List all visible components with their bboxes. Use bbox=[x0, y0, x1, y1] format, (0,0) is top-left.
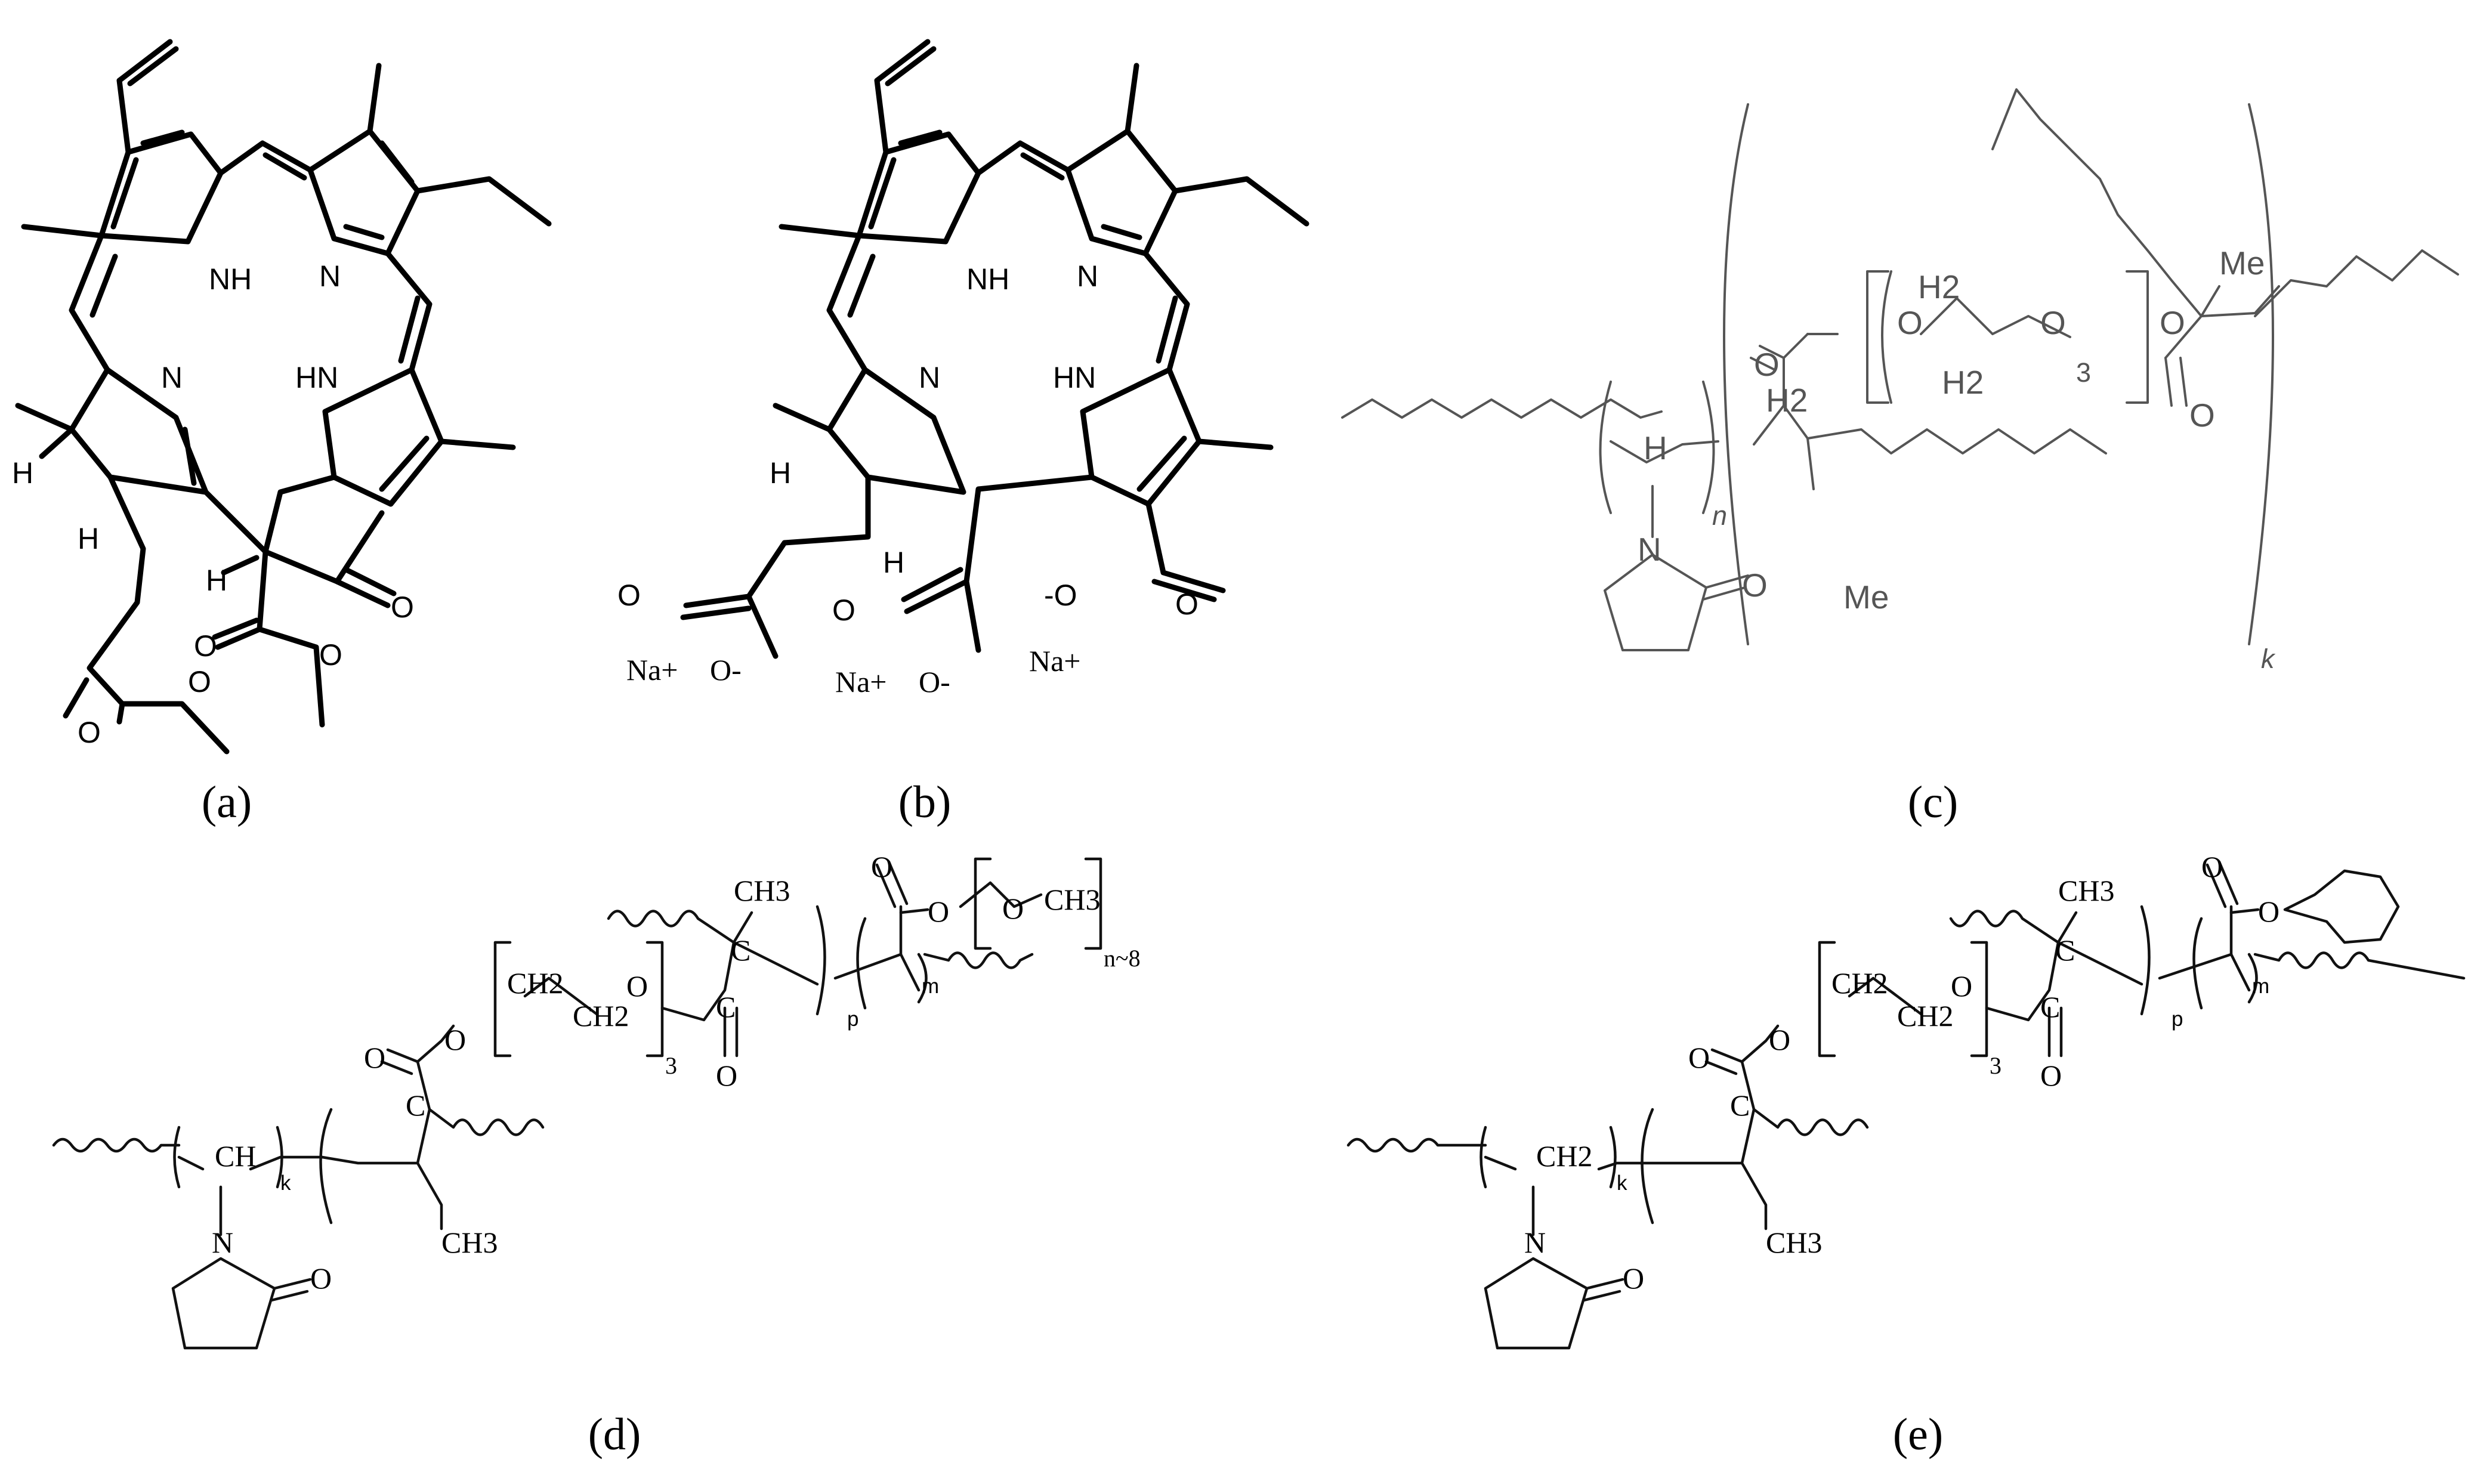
atom-o: O bbox=[319, 638, 342, 672]
atom-me: Me bbox=[2219, 245, 2265, 282]
panel-b-structure: NH N N HN H H O O -O O Na+ O- Na+ O- Na+… bbox=[617, 39, 1309, 827]
atom-o: O bbox=[1951, 969, 1972, 1003]
atom-o: O bbox=[626, 969, 648, 1003]
atom-ch3: CH3 bbox=[734, 874, 790, 907]
atom-o: O bbox=[2160, 304, 2185, 341]
subscript-m: m bbox=[922, 975, 939, 998]
atom-o: O bbox=[1769, 1023, 1790, 1056]
subscript-n: n bbox=[1712, 500, 1727, 531]
atom-o: O bbox=[2201, 850, 2223, 883]
subscript-p: p bbox=[847, 1007, 858, 1031]
atom-hn: HN bbox=[295, 361, 338, 394]
atom-o: O bbox=[2189, 397, 2215, 434]
atom-o: O bbox=[1688, 1041, 1710, 1074]
atom-n: N bbox=[161, 361, 183, 394]
panel-e-structure: CH2 k N O CH3 C O O CH2 CH2 O 3 C O CH3 … bbox=[1346, 850, 2466, 1460]
atom-o: O bbox=[1623, 1262, 1644, 1295]
panel-d-caption: (d) bbox=[588, 1409, 641, 1460]
subscript-k: k bbox=[1617, 1171, 1627, 1195]
atom-ch2: CH2 bbox=[1897, 999, 1953, 1032]
subscript-n-approx-8: n~8 bbox=[1104, 945, 1141, 972]
atom-o: O bbox=[871, 850, 892, 883]
atom-me: Me bbox=[1843, 579, 1889, 616]
atom-h2: H2 bbox=[1918, 268, 1960, 305]
atom-h: H bbox=[770, 456, 791, 490]
atom-o: O bbox=[188, 665, 211, 698]
atom-ch2: CH2 bbox=[507, 966, 563, 1000]
sodium-ion: Na+ bbox=[835, 665, 887, 698]
atom-ch2: CH2 bbox=[573, 999, 629, 1032]
atom-o: O bbox=[928, 895, 949, 928]
panel-c-structure: O O O 3 H2 H2 H2 H N n Me Me k O O O (c) bbox=[1341, 88, 2459, 827]
sodium-ion: Na+ bbox=[626, 653, 678, 687]
panel-e-caption: (e) bbox=[1893, 1409, 1943, 1460]
panel-c-caption: (c) bbox=[1908, 777, 1958, 827]
panel-b-caption: (b) bbox=[898, 777, 952, 827]
atom-minus-o: -O bbox=[1044, 579, 1077, 612]
panel-a-caption: (a) bbox=[202, 777, 252, 827]
panel-d-structure: CH k N O CH3 C O O CH2 CH2 O 3 C O CH3 C… bbox=[52, 850, 1141, 1460]
atom-h: H bbox=[883, 546, 904, 579]
atom-o: O bbox=[310, 1262, 332, 1295]
atom-o: O bbox=[1754, 346, 1780, 383]
atom-h: H bbox=[78, 522, 99, 555]
subscript-three: 3 bbox=[665, 1052, 677, 1079]
atom-o-minus: O- bbox=[919, 665, 950, 698]
atom-o: O bbox=[617, 579, 641, 612]
atom-c: C bbox=[2040, 990, 2060, 1024]
atom-nh: NH bbox=[966, 262, 1009, 296]
atom-o: O bbox=[2040, 304, 2066, 341]
atom-ch3: CH3 bbox=[2058, 874, 2114, 907]
atom-h: H bbox=[1644, 429, 1667, 466]
subscript-m: m bbox=[2252, 975, 2269, 998]
atom-o: O bbox=[2040, 1059, 2062, 1092]
atom-nh: NH bbox=[209, 262, 252, 296]
atom-ch: CH bbox=[215, 1139, 256, 1173]
atom-o: O bbox=[78, 716, 101, 749]
atom-n: N bbox=[1524, 1226, 1546, 1259]
atom-o: O bbox=[1002, 892, 1024, 925]
atom-o: O bbox=[391, 590, 414, 624]
atom-ch3: CH3 bbox=[1766, 1226, 1822, 1259]
atom-h2: H2 bbox=[1766, 382, 1808, 419]
atom-n: N bbox=[319, 259, 341, 293]
subscript-k: k bbox=[2261, 644, 2276, 674]
atom-hn: HN bbox=[1053, 361, 1096, 394]
atom-h2: H2 bbox=[1942, 364, 1984, 401]
atom-o: O bbox=[444, 1023, 466, 1056]
atom-o: O bbox=[1742, 567, 1768, 604]
atom-ch2: CH2 bbox=[1831, 966, 1888, 1000]
atom-c: C bbox=[731, 933, 750, 967]
atom-ch2: CH2 bbox=[1536, 1139, 1592, 1173]
atom-h: H bbox=[206, 564, 227, 597]
atom-c: C bbox=[2055, 933, 2075, 967]
atom-o: O bbox=[1175, 588, 1199, 621]
atom-c: C bbox=[406, 1089, 425, 1122]
sodium-ion: Na+ bbox=[1029, 644, 1081, 678]
atom-n: N bbox=[1638, 531, 1661, 568]
atom-n: N bbox=[919, 361, 940, 394]
atom-o: O bbox=[1897, 304, 1923, 341]
panel-a-structure: NH N N HN H H H O O O O O (a) bbox=[12, 39, 552, 827]
atom-o: O bbox=[364, 1041, 385, 1074]
atom-ch3: CH3 bbox=[441, 1226, 498, 1259]
atom-h: H bbox=[12, 456, 33, 490]
atom-n: N bbox=[1077, 259, 1098, 293]
subscript-three: 3 bbox=[2076, 357, 2091, 388]
subscript-three: 3 bbox=[1990, 1052, 2001, 1079]
atom-ch3: CH3 bbox=[1044, 883, 1100, 916]
atom-c: C bbox=[1730, 1089, 1750, 1122]
atom-o: O bbox=[2258, 895, 2280, 928]
subscript-p: p bbox=[2172, 1007, 2183, 1031]
atom-o: O bbox=[716, 1059, 737, 1092]
atom-o: O bbox=[832, 593, 855, 627]
atom-n: N bbox=[212, 1226, 233, 1259]
atom-o: O bbox=[194, 629, 217, 663]
subscript-k: k bbox=[280, 1171, 291, 1195]
atom-o-minus: O- bbox=[710, 653, 742, 687]
atom-c: C bbox=[716, 990, 736, 1024]
